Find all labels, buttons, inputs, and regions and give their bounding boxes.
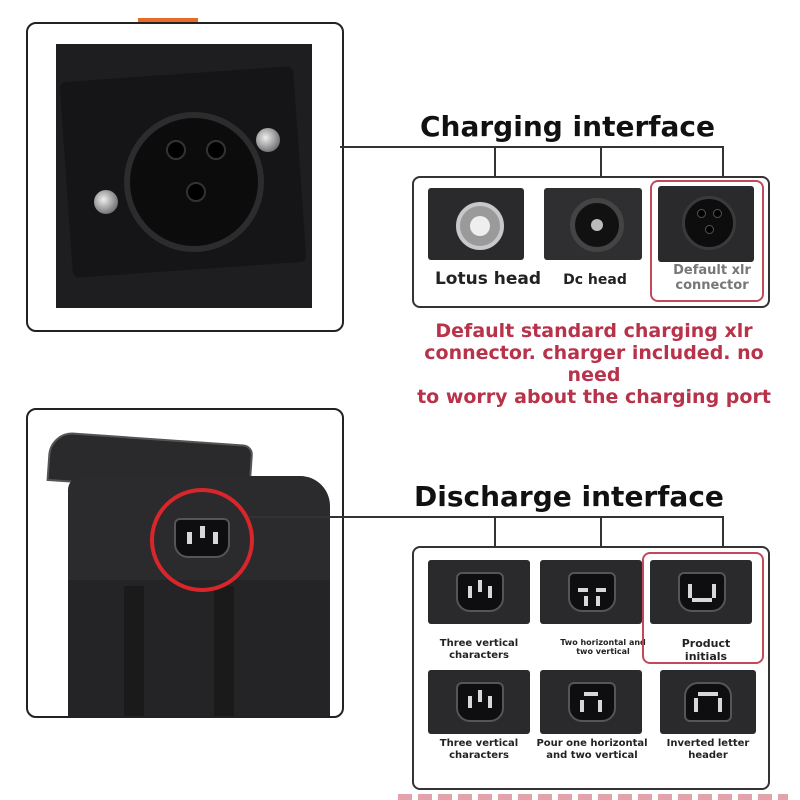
connector-line (600, 516, 602, 546)
iec-pin-icon (688, 584, 692, 598)
xlr-connector-icon (682, 196, 736, 250)
iec-pin-icon (698, 692, 718, 696)
iec-socket-icon (174, 518, 230, 558)
screw-icon (256, 128, 280, 152)
iec-pin-icon (187, 532, 192, 544)
battery-stripe (214, 586, 234, 716)
charging-note-line: connector. charger included. no need (424, 342, 764, 386)
lotus-center-icon (470, 216, 490, 236)
discharge-port-photo (26, 408, 344, 718)
iec-pin-icon (478, 580, 482, 592)
charging-note: Default standard charging xlr connector.… (398, 320, 790, 408)
dc-head-label: Dc head (563, 272, 627, 288)
xlr-socket-icon (124, 112, 264, 252)
xlr-connector-image (658, 186, 754, 262)
iec-socket-icon (456, 572, 504, 612)
iec-pin-icon (692, 598, 712, 602)
charging-note-line: Default standard charging xlr (435, 320, 753, 342)
selected-option-highlight (642, 552, 764, 664)
iec-pin-icon (584, 692, 598, 696)
option-label: Pour one horizontal and two vertical (536, 738, 648, 761)
iec-socket-icon (678, 572, 726, 612)
iec-pin-icon (596, 588, 606, 592)
iec-pin-icon (200, 526, 205, 538)
connector-line (600, 146, 602, 176)
xlr-pin-icon (697, 209, 706, 218)
connector-line (722, 516, 724, 546)
top-orange-tab (138, 18, 198, 22)
iec-pin-icon (488, 696, 492, 708)
option-image (540, 560, 642, 624)
dc-connector-icon (570, 198, 624, 252)
iec-pin-icon (213, 532, 218, 544)
iec-socket-icon (456, 682, 504, 722)
lotus-head-label: Lotus head (434, 269, 542, 289)
option-image (428, 560, 530, 624)
selected-option-highlight (650, 180, 764, 302)
charging-port-photo (26, 22, 344, 332)
discharge-heading: Discharge interface (414, 480, 724, 513)
battery-lower-panel (68, 580, 330, 716)
xlr-pin-hole (206, 140, 226, 160)
iec-socket-icon (568, 682, 616, 722)
iec-pin-icon (584, 596, 588, 606)
battery-stripe (124, 586, 144, 716)
option-label: Product initials (681, 637, 731, 663)
xlr-pin-hole (166, 140, 186, 160)
xlr-pin-icon (713, 209, 722, 218)
iec-pin-icon (598, 700, 602, 712)
option-label: Inverted letter header (666, 738, 750, 761)
iec-pin-icon (694, 698, 698, 712)
iec-socket-icon (684, 682, 732, 722)
connector-line (494, 516, 496, 546)
discharge-options-panel: Three vertical characters Two horizontal… (412, 546, 770, 790)
option-image (660, 670, 756, 734)
option-label: Two horizontal and two vertical (560, 638, 646, 657)
charging-photo-background (56, 44, 312, 308)
highlight-ring (150, 488, 254, 592)
charging-note-line: to worry about the charging port (417, 386, 771, 408)
charging-heading: Charging interface (420, 110, 715, 143)
option-label: Three vertical characters (439, 638, 519, 661)
xlr-pin-icon (705, 225, 714, 234)
screw-icon (94, 190, 118, 214)
cropped-red-text (398, 794, 788, 800)
charging-options-panel: Lotus head Dc head Default xlr connector (412, 176, 770, 308)
iec-pin-icon (578, 588, 588, 592)
connector-line (340, 146, 724, 148)
lotus-head-image (428, 188, 524, 260)
dc-head-image (544, 188, 642, 260)
iec-pin-icon (580, 700, 584, 712)
connector-line (494, 146, 496, 176)
dc-center-pin-icon (591, 219, 603, 231)
iec-pin-icon (718, 698, 722, 712)
option-label: Three vertical characters (439, 738, 519, 761)
iec-pin-icon (596, 596, 600, 606)
xlr-connector-label: Default xlr connector (673, 263, 751, 293)
iec-pin-icon (712, 584, 716, 598)
connector-line (250, 516, 724, 518)
lotus-connector-icon (456, 202, 504, 250)
xlr-pin-hole (186, 182, 206, 202)
iec-pin-icon (488, 586, 492, 598)
iec-pin-icon (478, 690, 482, 702)
iec-socket-icon (568, 572, 616, 612)
option-image (540, 670, 642, 734)
option-image (650, 560, 752, 624)
connector-line (722, 146, 724, 176)
option-image (428, 670, 530, 734)
iec-pin-icon (468, 586, 472, 598)
iec-pin-icon (468, 696, 472, 708)
